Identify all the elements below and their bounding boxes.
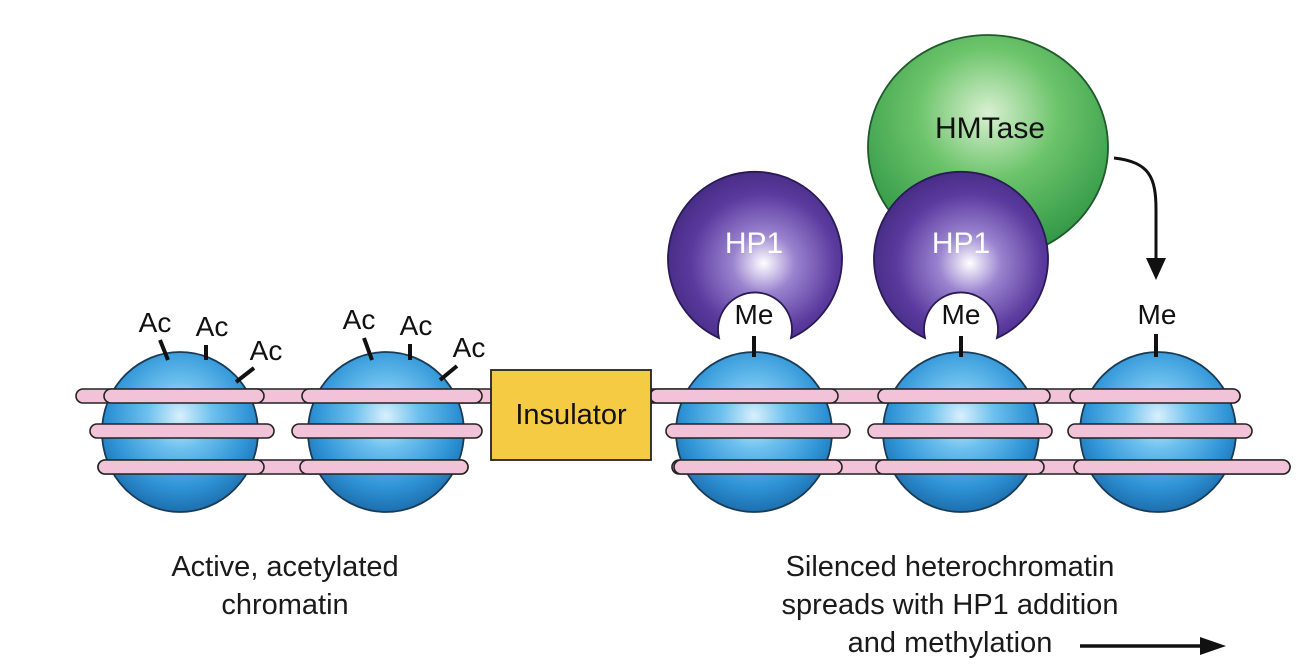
caption-line: Silenced heterochromatin bbox=[785, 551, 1115, 583]
nucleosome-3 bbox=[649, 351, 851, 513]
acetyl-label: Ac bbox=[196, 311, 229, 342]
methyl-mark-3: Me bbox=[1138, 299, 1177, 357]
insulator: Insulator bbox=[490, 369, 652, 461]
hp1-label: HP1 bbox=[932, 227, 990, 260]
caption-line: and methylation bbox=[847, 627, 1053, 659]
acetyl-label: Ac bbox=[400, 310, 433, 341]
methyl-label: Me bbox=[942, 299, 981, 330]
methylation-arrow bbox=[1113, 156, 1158, 262]
acetyl-label: Ac bbox=[139, 307, 172, 338]
nucleosome-5 bbox=[1067, 351, 1291, 513]
acetyl-label: Ac bbox=[343, 304, 376, 335]
caption-line: chromatin bbox=[221, 589, 349, 621]
methyl-mark-2: Me bbox=[942, 299, 981, 357]
spreading-arrow-head bbox=[1200, 637, 1226, 655]
nucleosome-4 bbox=[867, 351, 1053, 513]
caption-line: Active, acetylated bbox=[171, 551, 399, 583]
acetyl-label: Ac bbox=[453, 332, 486, 363]
acetyl-marks-2: Ac Ac Ac bbox=[343, 304, 486, 382]
insulator-label: Insulator bbox=[515, 399, 627, 431]
methylation-arrow-head bbox=[1146, 258, 1166, 280]
hp1-label: HP1 bbox=[725, 227, 783, 260]
silenced-heterochromatin-caption: Silenced heterochromatin spreads with HP… bbox=[720, 548, 1180, 662]
methyl-mark-1: Me bbox=[735, 299, 774, 357]
caption-line: spreads with HP1 addition bbox=[781, 589, 1119, 621]
hp1-protein-2: HP1 bbox=[873, 170, 1049, 340]
acetyl-marks-1: Ac Ac Ac bbox=[139, 307, 283, 384]
active-chromatin-caption: Active, acetylated chromatin bbox=[110, 548, 460, 624]
hmtase-label: HMTase bbox=[935, 112, 1045, 145]
nucleosome-1 bbox=[89, 351, 275, 513]
methyl-label: Me bbox=[1138, 299, 1177, 330]
methyl-label: Me bbox=[735, 299, 774, 330]
hp1-protein-1: HP1 bbox=[667, 170, 843, 340]
nucleosome-2 bbox=[291, 351, 483, 513]
acetyl-label: Ac bbox=[250, 335, 283, 366]
